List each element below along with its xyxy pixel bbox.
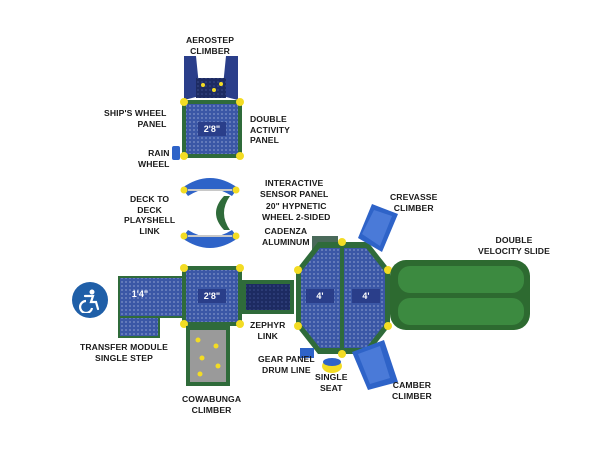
hex-left-height: 4' xyxy=(316,291,323,301)
single-seat xyxy=(322,358,342,373)
accessibility-icon xyxy=(72,282,108,318)
double-velocity-slide xyxy=(390,260,530,330)
main-deck-height: 2'8" xyxy=(204,291,220,301)
aerostep-climber xyxy=(184,56,238,100)
gear-panel xyxy=(300,348,314,358)
crevasse-climber xyxy=(358,204,398,252)
cowabunga-climber xyxy=(186,326,230,386)
rain-wheel xyxy=(172,146,180,160)
transfer-deck-height: 1'4" xyxy=(132,289,148,299)
main-deck: 2'8" xyxy=(180,264,244,328)
transfer-module: 1'4" xyxy=(118,276,184,338)
top-deck-height: 2'8" xyxy=(204,124,220,134)
top-deck: 2'8" xyxy=(180,98,244,160)
camber-climber xyxy=(352,340,398,390)
zephyr-link xyxy=(242,280,294,314)
hex-decks: 4' 4' xyxy=(294,238,392,358)
playshell-link xyxy=(180,178,240,248)
hex-right-height: 4' xyxy=(362,291,369,301)
